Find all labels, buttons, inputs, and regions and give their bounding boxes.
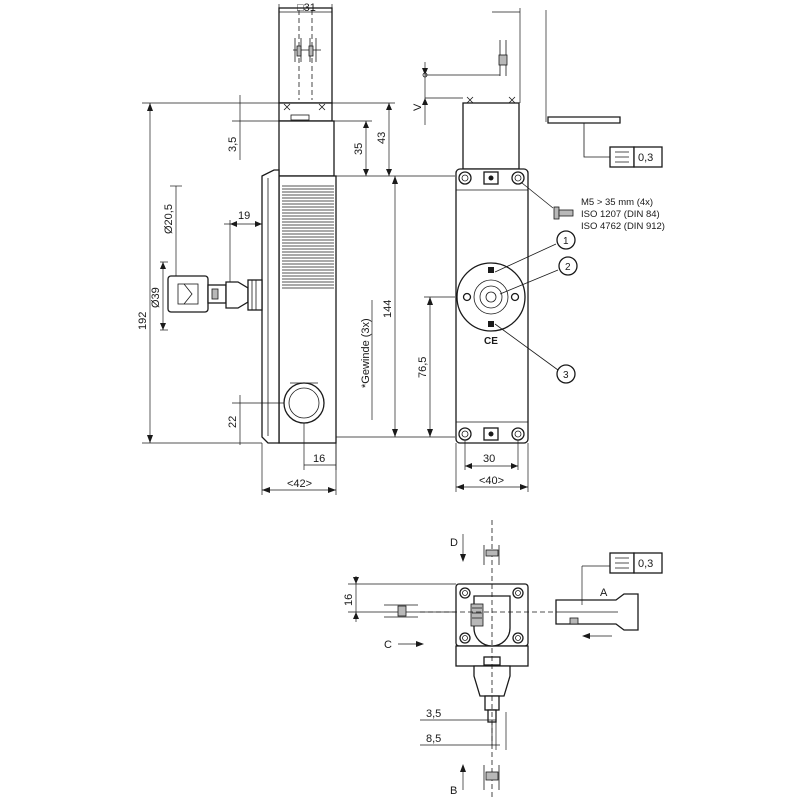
side-view-dimensions: □31 192 3,5 35 43 Ø20,5 19 (137, 2, 455, 495)
ribbed-region (282, 185, 334, 289)
ce-mark: CE (484, 336, 498, 347)
callout-3: 3 (563, 370, 569, 381)
dim-3-5-top: 3,5 (227, 137, 239, 152)
dim-phi-39: Ø39 (150, 287, 162, 308)
direction-a: A (600, 587, 608, 599)
callouts: 1 2 3 (494, 230, 578, 384)
top-view (420, 520, 560, 800)
dim-144: 144 (382, 300, 394, 318)
dim-square-31: □31 (297, 2, 316, 14)
gewinde-label: *Gewinde (3x) (360, 318, 372, 388)
dim-43: 43 (376, 132, 388, 144)
side-view (167, 7, 337, 444)
actuator-insertion-symbol-top (293, 38, 321, 62)
dim-22: 22 (227, 416, 239, 428)
front-view-dimensions: V 0,3 30 <40> (412, 8, 663, 492)
top-view-dimensions: 16 C D B 3,5 8,5 0,3 A (343, 534, 663, 797)
direction-b: B (450, 785, 457, 797)
dim-8-5: 8,5 (426, 733, 441, 745)
dim-phi-20-5: Ø20,5 (163, 204, 175, 234)
dim-19: 19 (238, 210, 250, 222)
dim-16-bottom: 16 (343, 594, 355, 606)
lock-disc (456, 262, 526, 332)
dim-40: <40> (479, 475, 504, 487)
direction-d: D (450, 537, 458, 549)
dim-30: 30 (483, 453, 495, 465)
dim-76-5: 76,5 (417, 357, 429, 378)
screw-note-1: M5 > 35 mm (4x) (581, 197, 653, 208)
dim-16-side: 16 (313, 453, 325, 465)
screw-note-2: ISO 1207 (DIN 84) (581, 209, 660, 220)
flatness-top: 0,3 (638, 152, 653, 164)
callout-2: 2 (565, 262, 571, 273)
key-cylinder (167, 275, 263, 313)
dim-3-5-bottom: 3,5 (426, 708, 441, 720)
callout-1: 1 (563, 236, 569, 247)
dim-35: 35 (353, 143, 365, 155)
screw-note-3: ISO 4762 (DIN 912) (581, 221, 665, 232)
dim-v: V (412, 103, 424, 111)
dim-42: <42> (287, 478, 312, 490)
dim-192: 192 (137, 312, 149, 330)
direction-c: C (384, 639, 392, 651)
flatness-bottom: 0,3 (638, 558, 653, 570)
front-view: CE 1 2 3 M5 > 35 mm (4x) ISO 1207 (DIN 8… (455, 96, 665, 444)
